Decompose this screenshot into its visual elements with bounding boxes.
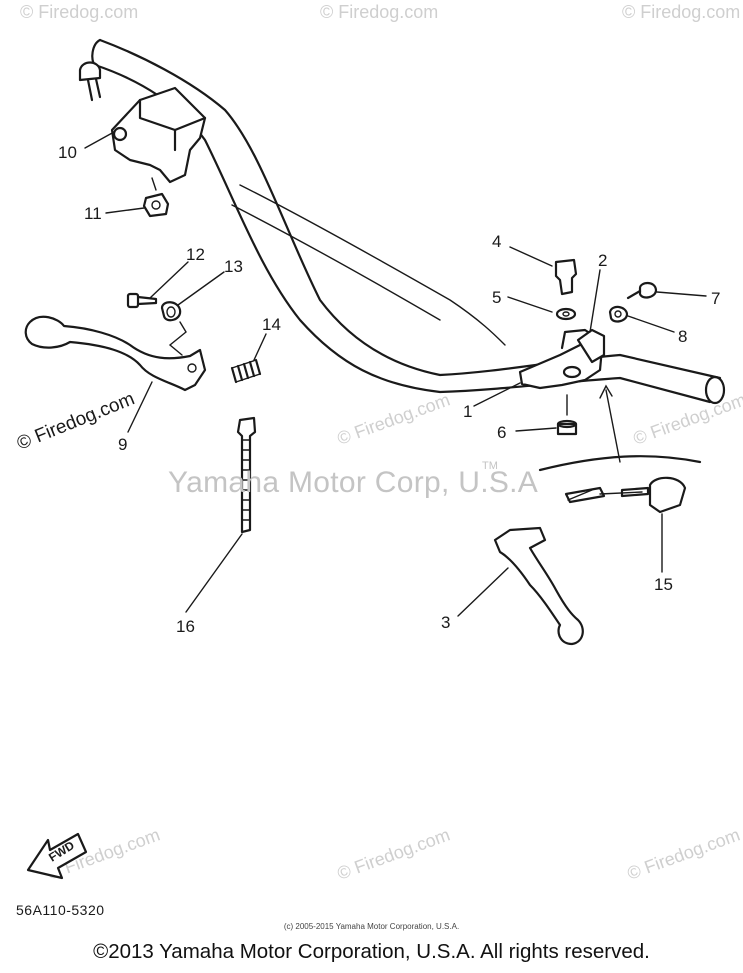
footer-copyright: ©2013 Yamaha Motor Corporation, U.S.A. A… (93, 940, 650, 963)
callout-8: 8 (678, 327, 687, 346)
leader-14 (253, 333, 267, 361)
nut-part-13 (160, 301, 182, 322)
callout-12: 12 (186, 245, 205, 264)
assembly-guide-line-13 (168, 321, 187, 356)
callout-7: 7 (711, 289, 720, 308)
center-watermark: Yamaha Motor Corp, U.S.A (168, 466, 539, 499)
spring-part-14 (230, 358, 262, 384)
callout-5: 5 (492, 288, 501, 307)
callout-15: 15 (654, 575, 673, 594)
watermark-top-center: © Firedog.com (320, 2, 438, 22)
watermark-top-right: © Firedog.com (622, 2, 740, 22)
callout-9: 9 (118, 435, 127, 454)
watermark-bottom-center: © Firedog.com (335, 824, 453, 883)
leader-2 (589, 269, 601, 333)
clutch-lever-part-3 (493, 526, 584, 646)
trademark-mark: TM (482, 460, 498, 472)
small-copyright: (c) 2005-2015 Yamaha Motor Corporation, … (283, 922, 460, 931)
callout-4: 4 (492, 232, 501, 251)
watermark-mid-right: © Firedog.com (631, 389, 743, 448)
watermark-bottom-right: © Firedog.com (625, 824, 743, 883)
callout-10: 10 (58, 143, 77, 162)
brake-lever-part-9 (24, 315, 207, 392)
leader-12 (149, 261, 189, 299)
leader-3 (457, 567, 509, 617)
arrow-head-switch-location (599, 384, 613, 399)
front-master-cylinder (110, 86, 207, 184)
callout-11: 11 (84, 204, 102, 223)
leader-11 (105, 207, 145, 214)
leader-13 (177, 271, 225, 306)
watermark-top-left: © Firedog.com (20, 2, 138, 22)
handlebar (91, 38, 726, 405)
leader-4 (509, 246, 553, 267)
callout-6: 6 (497, 423, 506, 442)
pivot-bolt-part-4 (554, 258, 578, 296)
washer-part-5 (555, 307, 577, 321)
switch-assembly-part-15 (538, 455, 702, 514)
screw-part-7 (626, 281, 658, 300)
leader-8 (627, 315, 675, 333)
diagram-code: 56A110-5320 (16, 902, 105, 918)
callout-2: 2 (598, 251, 607, 270)
leader-9 (127, 381, 153, 433)
cable-tie-part-16 (236, 416, 257, 534)
nut-part-6 (556, 394, 578, 436)
leader-10 (84, 131, 115, 149)
callout-16: 16 (176, 617, 195, 636)
leader-5 (507, 296, 553, 313)
callout-leaders (84, 131, 707, 617)
leader-16 (185, 533, 243, 613)
pivot-bolt-part-12 (126, 292, 158, 309)
leader-7 (656, 291, 707, 297)
leader-6 (515, 427, 557, 432)
callout-14: 14 (262, 315, 281, 334)
watermark-mid-center: © Firedog.com (335, 389, 453, 448)
callout-numbers: 1 2 3 4 5 6 7 8 9 10 11 12 13 14 15 16 (58, 143, 720, 636)
nut-part-8 (608, 305, 629, 323)
bolt-part-10 (78, 61, 102, 102)
leader-1 (473, 382, 521, 407)
callout-13: 13 (224, 257, 243, 276)
leader-switch-location (605, 389, 621, 463)
nut-part-11 (142, 177, 170, 218)
callout-1: 1 (463, 402, 472, 421)
lever-holder-part-1 (518, 328, 604, 390)
callout-3: 3 (441, 613, 450, 632)
